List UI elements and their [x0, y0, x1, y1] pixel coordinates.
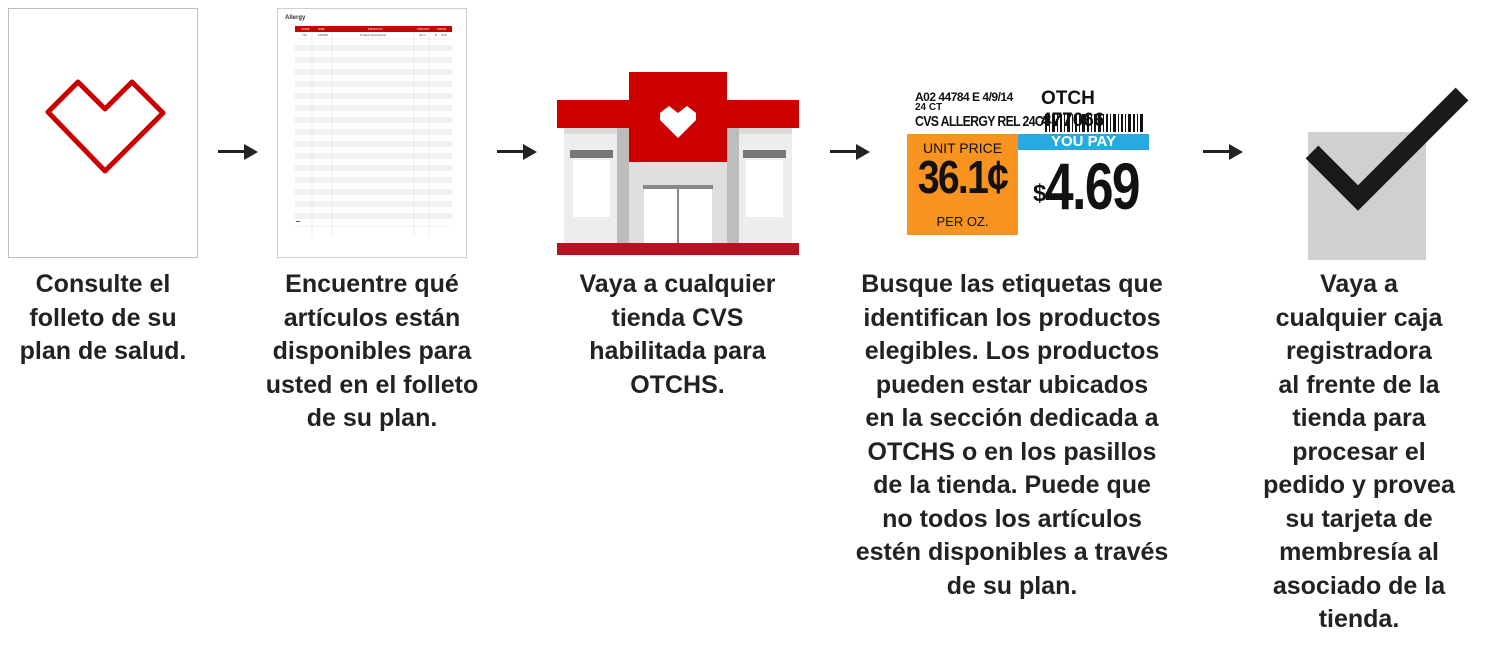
caption-line: membresía al: [1279, 538, 1439, 566]
caption-line: OTCHS.: [630, 370, 725, 399]
step-1-page-card: [8, 8, 198, 258]
caption-line: registradora: [1286, 337, 1432, 365]
brochure-row-cell: $: [435, 33, 437, 37]
caption-line: usted en el folleto: [265, 370, 479, 399]
caption-line: artículos están: [283, 303, 461, 332]
step-5-caption: Vaya a cualquier caja registradora al fr…: [1222, 268, 1496, 637]
unit-price-label: UNIT PRICE: [922, 140, 1003, 156]
brochure-row-cell: 712: [302, 33, 308, 37]
arrow-2-icon: [497, 144, 537, 160]
unit-price-box: [907, 134, 1018, 235]
brochure-header-cell: PRICE: [437, 27, 447, 31]
caption-line: asociado de la: [1272, 571, 1446, 600]
brochure-header-cell: CODE: [301, 27, 310, 31]
brochure-row-cell: Product Description: [360, 33, 387, 37]
caption-line: pedido y provea: [1263, 471, 1455, 499]
arrow-1-icon: [218, 144, 258, 160]
caption-line: tienda CVS: [611, 303, 744, 332]
step-4-caption: Busque las etiquetas que identifican los…: [827, 268, 1197, 603]
brochure-page-icon: Allergy CODE SIZE PRODUCT AMOUNT PRICE 7…: [277, 8, 467, 258]
tag-line1b: 24 CT: [915, 102, 943, 113]
caption-line: Consulte el: [35, 270, 171, 298]
step-1-caption: Consulte el folleto de su plan de salud.: [0, 268, 208, 369]
caption-line: estén disponibles a través: [855, 538, 1169, 566]
arrow-4-icon: [1203, 144, 1243, 160]
caption-line: en la sección dedicada a: [865, 404, 1159, 432]
price-currency: $: [1033, 180, 1047, 207]
caption-line: elegibles. Los productos: [864, 337, 1160, 365]
heart-outline-icon: [45, 79, 166, 174]
per-unit-label: PER OZ.: [936, 214, 989, 229]
caption-line: al frente de la: [1278, 370, 1440, 399]
brochure-table-grid: [295, 32, 452, 237]
caption-line: Vaya a cualquier: [579, 270, 776, 298]
price-tag-icon: A02 44784 E 4/9/14 24 CT OTCH 477066 CVS…: [905, 86, 1155, 236]
you-pay-label: YOU PAY: [1018, 134, 1149, 150]
caption-line: folleto de su: [29, 303, 177, 332]
caption-line: de la tienda. Puede que: [873, 471, 1151, 499]
caption-line: Vaya a: [1320, 270, 1398, 298]
caption-line: de su plan.: [946, 571, 1078, 600]
brochure-title: Allergy: [285, 15, 306, 21]
unit-price-value: 36.1¢: [917, 151, 1009, 203]
caption-line: disponibles para: [272, 337, 472, 365]
caption-line: plan de salud.: [19, 337, 187, 365]
checkbox-check-icon: [1305, 87, 1469, 260]
caption-line: su tarjeta de: [1285, 504, 1433, 533]
brochure-header-cell: AMOUNT: [417, 27, 430, 31]
step-2-caption: Encuentre qué artículos están disponible…: [222, 268, 522, 436]
caption-line: cualquier caja: [1275, 303, 1443, 332]
tag-product: CVS ALLERGY REL 24CT: [915, 113, 1051, 130]
caption-line: no todos los artículos: [882, 504, 1142, 533]
caption-line: Encuentre qué: [285, 270, 459, 298]
brochure-row-cell: 123456: [318, 33, 329, 37]
caption-line: OTCHS o en los pasillos: [867, 437, 1157, 466]
step-3-caption: Vaya a cualquier tienda CVS habilitada p…: [535, 268, 820, 402]
brochure-header-bar: [295, 26, 452, 32]
caption-line: procesar el: [1292, 437, 1426, 466]
brochure-row-cell: 0.00: [441, 33, 447, 37]
tag-line1a: A02 44784 E 4/9/14: [915, 90, 1013, 104]
brochure-header-cell: SIZE: [318, 27, 325, 31]
caption-line: tienda para: [1292, 404, 1426, 432]
cvs-store-icon: [557, 72, 799, 255]
caption-line: identifican los productos: [863, 303, 1161, 332]
caption-line: de su plan.: [306, 404, 438, 432]
barcode-icon: [1045, 114, 1143, 132]
brochure-row-cell: 24 ct: [419, 33, 426, 37]
arrow-3-icon: [830, 144, 870, 160]
caption-line: pueden estar ubicados: [875, 370, 1149, 399]
caption-line: tienda.: [1318, 605, 1400, 633]
caption-line: habilitada para: [589, 337, 766, 365]
caption-line: Busque las etiquetas que: [861, 270, 1163, 298]
brochure-header-cell: PRODUCT: [368, 27, 383, 31]
price-value: 4.69: [1045, 149, 1141, 223]
